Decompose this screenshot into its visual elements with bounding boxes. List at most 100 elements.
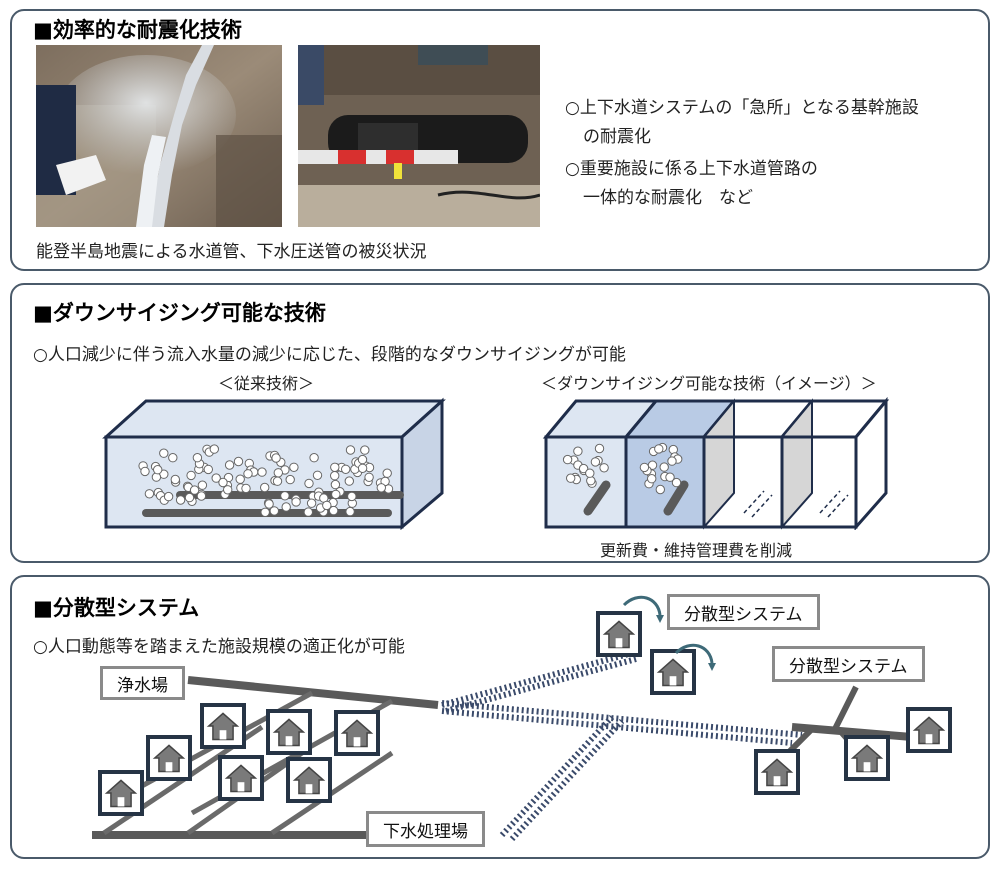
- distributed-system-label-2: 分散型システム: [772, 646, 925, 682]
- idle-pipe-unit-4-b: [827, 494, 849, 518]
- air-bubble: [243, 469, 253, 479]
- label-downsizing-tech: ＜ダウンサイジング可能な技術（イメージ）＞: [541, 374, 877, 393]
- air-bubble: [331, 489, 341, 500]
- air-bubble: [153, 465, 163, 475]
- distributed-bullet: ○人口動態等を踏まえた施設規模の適正化が可能: [33, 637, 405, 657]
- air-bubble: [280, 491, 290, 501]
- house-icon: [844, 735, 890, 781]
- house-icon: [286, 757, 332, 803]
- label-conventional-tech: ＜従来技術＞: [218, 374, 315, 393]
- air-bubble: [272, 476, 283, 486]
- air-bubble: [376, 483, 386, 493]
- air-bubbles-downsized: [562, 442, 683, 495]
- house-icon: [596, 611, 642, 657]
- air-bubble: [159, 448, 169, 458]
- air-bubble: [163, 491, 174, 502]
- right-branch-up: [831, 685, 859, 733]
- air-bubble: [647, 474, 657, 484]
- air-bubble: [235, 474, 245, 484]
- air-bubble: [312, 470, 323, 481]
- air-bubble: [306, 498, 317, 508]
- seismic-bullet-1-cont: の耐震化: [583, 127, 651, 147]
- house-icon: [146, 735, 192, 781]
- air-bubble: [364, 472, 374, 483]
- photo-damaged-sewage-pipe-image: [298, 45, 540, 227]
- house-icon: [200, 703, 246, 749]
- seismic-bullet-2-cont: 一体的な耐震化 など: [583, 188, 753, 208]
- air-bubble: [344, 476, 355, 486]
- air-bubble: [170, 474, 181, 485]
- air-bubble: [196, 491, 207, 501]
- air-bubble: [590, 457, 601, 467]
- sewage-plant-label-text: 下水処理場: [383, 821, 468, 842]
- air-bubble: [566, 473, 576, 483]
- tank-top-face: [102, 399, 446, 439]
- air-bubble: [357, 463, 368, 474]
- seismic-bullet-2: ○重要施設に係る上下水道管路の: [565, 159, 818, 179]
- air-bubble: [233, 456, 244, 467]
- air-bubble: [382, 468, 392, 478]
- air-bubble: [585, 468, 595, 478]
- circular-arrow-icon: [622, 595, 716, 671]
- air-bubble: [175, 495, 186, 505]
- air-bubble: [260, 507, 270, 518]
- water-plant-label-text: 浄水場: [117, 675, 168, 696]
- air-bubble: [671, 477, 682, 488]
- house-icon: [650, 649, 696, 695]
- air-bubble: [291, 497, 301, 507]
- house-icon: [98, 770, 144, 816]
- air-bubble: [218, 477, 228, 488]
- air-bubble: [209, 444, 220, 454]
- distributed-system-label-2-text: 分散型システム: [789, 656, 908, 677]
- air-bubble: [599, 463, 609, 473]
- photo-damaged-sewage-pipe: [298, 45, 540, 227]
- section-distributed-title: ■分散型システム: [33, 596, 200, 620]
- distributed-network-diagram: [92, 595, 952, 842]
- air-bubble: [281, 502, 291, 512]
- air-bubble: [168, 453, 178, 463]
- air-bubble: [330, 479, 341, 490]
- air-bubble: [328, 505, 339, 516]
- section-downsizing-title: ■ダウンサイジング可能な技術: [33, 301, 326, 325]
- photo-caption: 能登半島地震による水道管、下水圧送管の被災状況: [36, 242, 427, 262]
- dotted-link-water-2: [441, 708, 793, 746]
- air-bubble: [189, 485, 200, 495]
- dotted-link-sewer: [499, 714, 615, 838]
- photo-damaged-water-pipe-image: [36, 45, 282, 227]
- dotted-link-sewer-2: [509, 718, 625, 842]
- air-bubble: [345, 445, 356, 455]
- air-bubble: [562, 454, 573, 465]
- air-bubble: [186, 470, 196, 481]
- air-bubble: [357, 454, 368, 465]
- distributed-system-label-1: 分散型システム: [667, 594, 820, 630]
- air-bubble: [322, 500, 332, 511]
- air-bubble: [144, 489, 155, 499]
- air-bubble: [257, 467, 267, 477]
- air-bubble: [140, 466, 150, 477]
- air-bubble: [203, 464, 214, 475]
- air-bubble: [260, 482, 270, 493]
- house-icons: [98, 611, 952, 816]
- air-bubble: [223, 485, 233, 495]
- air-bubble: [304, 478, 314, 489]
- air-bubble: [578, 463, 589, 474]
- air-bubble: [655, 484, 666, 495]
- downsizing-tank-diagram: [542, 396, 890, 530]
- cost-reduction-note: 更新費・維持管理費を削減: [600, 541, 793, 560]
- water-plant-label: 浄水場: [100, 666, 185, 700]
- air-bubble: [639, 462, 650, 473]
- air-bubble: [303, 507, 314, 517]
- house-icon: [266, 709, 312, 755]
- air-bubble: [197, 480, 208, 490]
- house-icon: [334, 710, 380, 756]
- air-bubble: [347, 491, 357, 502]
- air-bubble: [573, 446, 583, 456]
- conventional-tank-diagram: [102, 397, 446, 530]
- air-bubble: [241, 483, 251, 494]
- air-bubble: [659, 462, 669, 472]
- air-bubble: [289, 462, 299, 473]
- air-bubble: [224, 460, 235, 470]
- air-bubble: [192, 453, 203, 463]
- air-bubble: [285, 474, 295, 485]
- photo-damaged-water-pipe: [36, 45, 282, 227]
